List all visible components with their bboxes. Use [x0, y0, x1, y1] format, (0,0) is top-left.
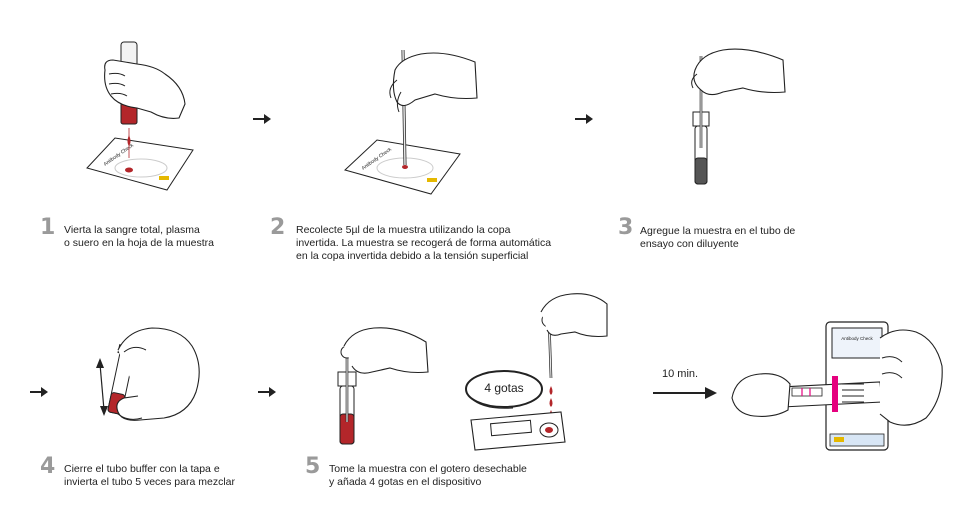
step-text-2: Recolecte 5µl de la muestra utilizando l…	[296, 224, 551, 263]
step5-device-illustration	[470, 293, 608, 451]
arrow-timer	[653, 386, 717, 404]
step-number-5: 5	[305, 454, 321, 479]
step-text-3: Agregue la muestra en el tubo de ensayo …	[640, 225, 795, 251]
step-text-line: Recolecte 5µl de la muestra utilizando l…	[296, 224, 511, 236]
arrow-step2-to-3	[575, 111, 593, 129]
reader-illustration: Antibody Check	[731, 321, 943, 451]
arrow-step3-to-4	[30, 384, 48, 402]
arrow-step1-to-2	[253, 111, 271, 129]
step-text-line: Agregue la muestra en el tubo de	[640, 225, 796, 237]
step-text-line: Tome la muestra con el gotero desechable	[329, 463, 527, 475]
step-text-line: en la copa invertida debido a la tensión…	[296, 250, 529, 262]
step3-illustration	[691, 48, 786, 185]
step1-illustration: Antibody Check	[86, 41, 194, 191]
drops-badge-label: 4 gotas	[484, 381, 524, 395]
arrow-step4-to-5	[258, 384, 276, 402]
step-text-line: o suero en la hoja de la muestra	[64, 237, 215, 249]
drops-badge	[465, 370, 543, 409]
step-text-4: Cierre el tubo buffer con la tapa e invi…	[64, 463, 235, 489]
step-number-1: 1	[40, 215, 56, 240]
step-number-2: 2	[270, 215, 286, 240]
step-text-line: invertida. La muestra se recogerá de for…	[296, 237, 552, 249]
svg-text:Antibody Check: Antibody Check	[841, 336, 873, 341]
step-text-line: invierta el tubo 5 veces para mezclar	[64, 476, 235, 488]
step-number-3: 3	[618, 215, 634, 240]
step4-illustration	[96, 327, 200, 421]
step-text-line: ensayo con diluyente	[640, 238, 739, 250]
step-text-line: Vierta la sangre total, plasma	[64, 224, 200, 236]
step-text-5: Tome la muestra con el gotero desechable…	[329, 463, 527, 489]
step-text-1: Vierta la sangre total, plasma o suero e…	[64, 224, 214, 250]
step-text-line: Cierre el tubo buffer con la tapa e	[64, 463, 220, 475]
step2-illustration: Antibody Check	[344, 49, 478, 195]
step5-tube-illustration	[337, 327, 429, 445]
step-number-4: 4	[40, 454, 56, 479]
step-text-line: y añada 4 gotas en el dispositivo	[329, 476, 482, 488]
timer-label: 10 min.	[662, 368, 699, 380]
